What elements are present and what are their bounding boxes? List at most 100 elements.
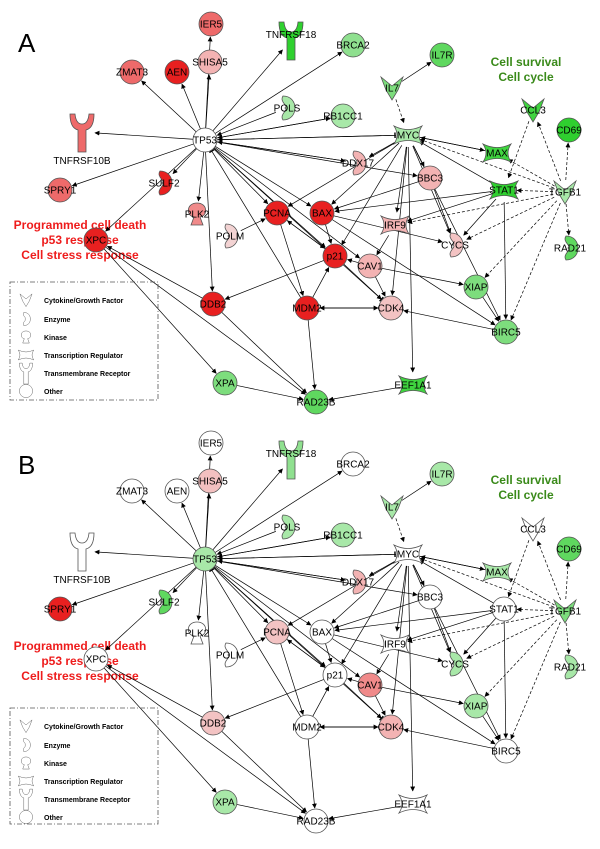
node-p21[interactable]: p21 [322, 243, 348, 269]
edge-XPA-RAD23B [236, 804, 304, 820]
node-ccl3[interactable]: CCL3 [520, 97, 546, 123]
node-birc5[interactable]: BIRC5 [491, 738, 521, 764]
node-cav1[interactable]: CAV1 [357, 672, 383, 698]
node-rad23b[interactable]: RAD23B [297, 808, 336, 834]
node-xiap[interactable]: XIAP [463, 274, 489, 300]
node-p21[interactable]: p21 [322, 662, 348, 688]
node-cycs[interactable]: CYCS [441, 232, 469, 258]
node-rad21[interactable]: RAD21 [554, 235, 587, 261]
edge-MYC-PCNA [287, 559, 398, 626]
node-aen[interactable]: AEN [164, 478, 190, 504]
node-xpa[interactable]: XPA [212, 370, 238, 396]
node-bax[interactable]: BAX [309, 200, 335, 226]
node-polm[interactable]: POLM [216, 223, 244, 249]
node-rad21[interactable]: RAD21 [554, 654, 587, 680]
node-irf9[interactable]: IRF9 [379, 633, 411, 655]
node-label: ZMAT3 [116, 487, 148, 498]
node-pols[interactable]: POLS [274, 514, 301, 540]
node-tp53[interactable]: TP53 [192, 127, 218, 153]
node-spry1[interactable]: SPRY1 [44, 177, 77, 203]
node-cycs[interactable]: CYCS [441, 651, 469, 677]
node-il7r[interactable]: IL7R [429, 461, 455, 487]
node-ddx17[interactable]: DDX17 [342, 150, 375, 176]
node-myc[interactable]: MYC [392, 124, 424, 146]
node-sulf2[interactable]: SULF2 [148, 589, 180, 615]
node-label: DDX17 [342, 578, 375, 589]
node-brca2[interactable]: BRCA2 [336, 451, 370, 477]
legend-circle-icon [19, 384, 33, 398]
node-bax[interactable]: BAX [309, 619, 335, 645]
node-rb1cc1[interactable]: RB1CC1 [323, 522, 363, 548]
node-pcna[interactable]: PCNA [263, 200, 291, 226]
edge-STAT1-BAX [334, 191, 493, 214]
node-mdm2[interactable]: MDM2 [292, 295, 322, 321]
edge-TP53-PCNA [213, 567, 269, 624]
node-tnfrsf10b[interactable]: TNFRSF10B [53, 113, 111, 167]
node-xiap[interactable]: XIAP [463, 693, 489, 719]
node-ier5[interactable]: IER5 [198, 11, 224, 37]
node-bbc3[interactable]: BBC3 [417, 165, 444, 191]
node-max[interactable]: MAX [481, 142, 513, 164]
node-sulf2[interactable]: SULF2 [148, 170, 180, 196]
edge-TGFB1-MYC [419, 557, 554, 608]
node-brca2[interactable]: BRCA2 [336, 32, 370, 58]
node-xpc[interactable]: XPC [83, 646, 109, 672]
edge-MYC-EEF1A1 [407, 565, 416, 792]
node-cav1[interactable]: CAV1 [357, 253, 383, 279]
node-ier5[interactable]: IER5 [198, 430, 224, 456]
legend-enzyme-icon [23, 738, 31, 752]
node-label: POLM [216, 232, 244, 243]
node-mdm2[interactable]: MDM2 [292, 714, 322, 740]
edge-TP53-TNFRSF18 [212, 468, 283, 551]
node-zmat3[interactable]: ZMAT3 [116, 59, 148, 85]
node-plk2[interactable]: PLK2 [185, 202, 210, 226]
node-birc5[interactable]: BIRC5 [491, 319, 521, 345]
node-il7[interactable]: IL7 [380, 494, 404, 520]
node-label: POLS [274, 104, 301, 115]
node-tnfrsf10b[interactable]: TNFRSF10B [53, 532, 111, 586]
node-max[interactable]: MAX [481, 561, 513, 583]
node-ddb2[interactable]: DDB2 [200, 710, 227, 736]
node-cd69[interactable]: CD69 [556, 536, 582, 562]
node-shisa5[interactable]: SHISA5 [192, 49, 228, 75]
node-shisa5[interactable]: SHISA5 [192, 468, 228, 494]
node-bbc3[interactable]: BBC3 [417, 584, 444, 610]
node-tgfb1[interactable]: TGFB1 [549, 598, 582, 624]
node-ddx17[interactable]: DDX17 [342, 569, 375, 595]
node-irf9[interactable]: IRF9 [379, 214, 411, 236]
node-cdk4[interactable]: CDK4 [378, 714, 405, 740]
node-il7[interactable]: IL7 [380, 75, 404, 101]
node-ccl3[interactable]: CCL3 [520, 516, 546, 542]
node-tp53[interactable]: TP53 [192, 546, 218, 572]
node-ddb2[interactable]: DDB2 [200, 291, 227, 317]
node-eef1a1[interactable]: EEF1A1 [394, 793, 432, 815]
node-xpc[interactable]: XPC [83, 227, 109, 253]
node-cdk4[interactable]: CDK4 [378, 295, 405, 321]
legend-label: Kinase [44, 335, 67, 342]
node-aen[interactable]: AEN [164, 59, 190, 85]
node-rb1cc1[interactable]: RB1CC1 [323, 103, 363, 129]
node-cd69[interactable]: CD69 [556, 117, 582, 143]
node-myc[interactable]: MYC [392, 543, 424, 565]
node-stat1[interactable]: STAT1 [489, 596, 519, 622]
node-il7r[interactable]: IL7R [429, 42, 455, 68]
node-stat1[interactable]: STAT1 [488, 179, 519, 201]
node-pcna[interactable]: PCNA [263, 619, 291, 645]
node-spry1[interactable]: SPRY1 [44, 596, 77, 622]
legend-circle-icon [19, 810, 33, 824]
edge-EEF1A1-RAD23B [328, 386, 402, 402]
node-rad23b[interactable]: RAD23B [297, 389, 336, 415]
node-label: TNFRSF10B [53, 156, 111, 167]
node-eef1a1[interactable]: EEF1A1 [394, 374, 432, 396]
node-pols[interactable]: POLS [274, 95, 301, 121]
node-tnfrsf18[interactable]: TNFRSF18 [266, 21, 317, 61]
node-xpa[interactable]: XPA [212, 789, 238, 815]
node-tgfb1[interactable]: TGFB1 [549, 179, 582, 205]
node-plk2[interactable]: PLK2 [185, 621, 210, 645]
edge-MDM2-TP53 [208, 568, 302, 717]
node-polm[interactable]: POLM [216, 642, 244, 668]
node-tnfrsf18[interactable]: TNFRSF18 [266, 440, 317, 480]
edge-TP53-AEN [181, 83, 201, 130]
node-zmat3[interactable]: ZMAT3 [116, 478, 148, 504]
